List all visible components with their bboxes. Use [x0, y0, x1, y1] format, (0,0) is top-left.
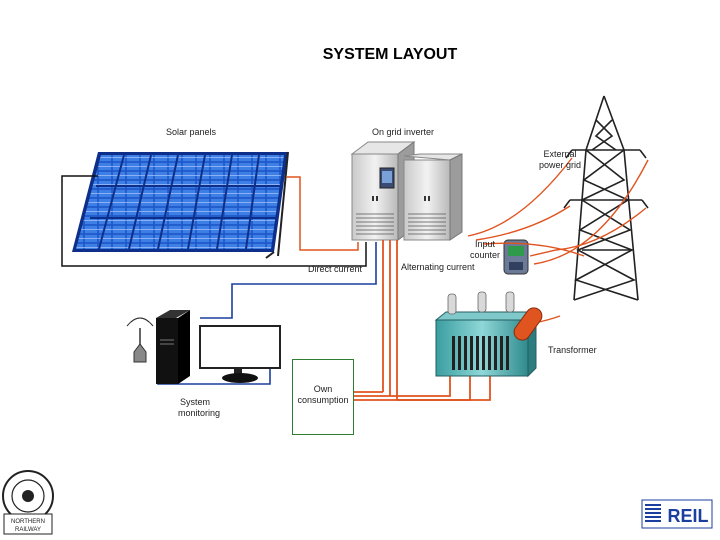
- input-counter: [503, 239, 529, 275]
- input-counter-label-line2: counter: [469, 250, 501, 260]
- transmission-tower: [563, 95, 649, 301]
- northern-railway-logo: NORTHERN RAILWAY: [2, 470, 54, 535]
- transformer: [434, 291, 543, 378]
- reil-logo: REIL: [641, 499, 713, 529]
- transformer-label: Transformer: [548, 345, 597, 355]
- external-grid-label-line2: power grid: [538, 160, 582, 170]
- dc-wiring: [61, 175, 367, 267]
- own-consumption-label-line2: consumption: [297, 395, 349, 405]
- svg-text:NORTHERN: NORTHERN: [11, 519, 45, 525]
- system-monitoring-label-line2: monitoring: [178, 408, 221, 418]
- alternating-current-label: Alternating current: [401, 262, 475, 272]
- on-grid-inverter: [350, 141, 463, 241]
- grid-lines: [457, 157, 649, 331]
- own-consumption-label-line1: Own: [313, 384, 333, 394]
- inverter-label: On grid inverter: [372, 127, 435, 137]
- direct-current-label: Direct current: [308, 264, 363, 274]
- own-consumption-box: Own consumption: [292, 359, 354, 435]
- solar-panels: [72, 151, 289, 259]
- system-monitoring-label-line1: System: [180, 397, 211, 407]
- monitoring-station: [126, 310, 281, 384]
- ac-wiring: [352, 240, 491, 401]
- input-counter-label-line1: Input: [474, 239, 496, 249]
- page-title: SYSTEM LAYOUT: [322, 46, 458, 63]
- solar-panels-label: Solar panels: [166, 127, 217, 137]
- dc-wiring-positive: [286, 176, 359, 251]
- svg-text:REIL: REIL: [667, 506, 708, 526]
- svg-text:RAILWAY: RAILWAY: [15, 527, 41, 533]
- external-grid-label-line1: External: [543, 149, 577, 159]
